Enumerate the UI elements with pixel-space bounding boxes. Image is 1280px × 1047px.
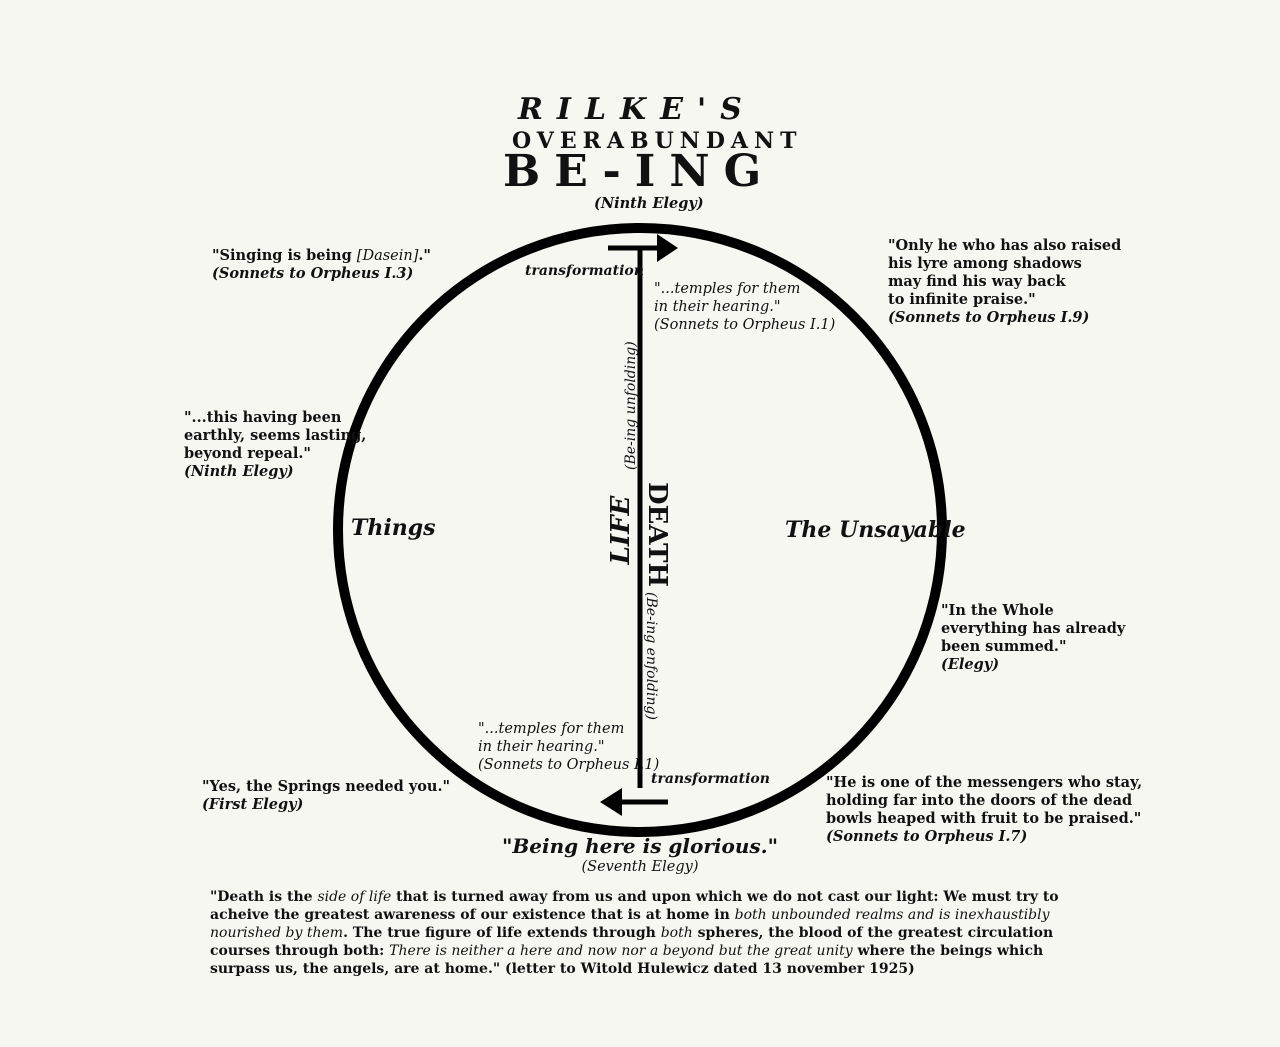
quote-earthly-l2: earthly, seems lasting, <box>184 427 367 444</box>
letter-p3: . The true figure of life extends throug… <box>343 925 661 941</box>
pole-unsayable: The Unsayable <box>785 517 966 543</box>
glorious-quote: "Being here is glorious." (Seventh Elegy… <box>440 834 840 876</box>
be-ing-unfolding-text: (Be-ing unfolding) <box>623 341 639 470</box>
be-ing-unfolding: (Be-ing unfolding) <box>620 320 640 470</box>
inner-quote-top-l2: in their hearing." <box>654 299 781 315</box>
quote-messengers-l2: holding far into the doors of the dead <box>826 792 1133 809</box>
bottom-arrow-head <box>600 788 622 816</box>
title-line-2: OVERABUNDANT <box>512 128 803 154</box>
inner-quote-top-src: (Sonnets to Orpheus I.1) <box>654 317 836 333</box>
inner-quote-top: "...temples for them in their hearing." … <box>654 280 835 334</box>
inner-quote-bottom-l2: in their hearing." <box>478 739 605 755</box>
quote-earthly: "...this having been earthly, seems last… <box>184 409 366 481</box>
letter-p3i: both <box>660 925 693 941</box>
quote-messengers-l1: "He is one of the messengers who stay, <box>826 774 1143 791</box>
quote-lyre-l3: may find his way back <box>888 273 1066 290</box>
letter-p4: spheres, the blood of the greatest circu… <box>210 925 1054 959</box>
letter-p2i: both unbounded realms and is inexhaustib… <box>210 907 1050 941</box>
inner-quote-top-l1: "...temples for them <box>654 281 801 297</box>
quote-whole-l2: everything has already <box>941 620 1126 637</box>
quote-singing-b: [Dasein] <box>356 248 419 264</box>
death-label-text: DEATH <box>642 482 672 588</box>
letter-p1: "Death is the <box>210 889 318 905</box>
quote-whole: "In the Whole everything has already bee… <box>941 602 1125 674</box>
quote-whole-l3: been summed." <box>941 638 1067 655</box>
quote-singing-a: "Singing is being <box>212 247 357 264</box>
quote-singing-c: ." <box>418 247 431 264</box>
inner-quote-bottom-l1: "...temples for them <box>478 721 625 737</box>
letter-p4i: There is neither a here and now nor a be… <box>389 943 853 959</box>
quote-lyre: "Only he who has also raised his lyre am… <box>888 237 1121 327</box>
pole-things: Things <box>351 515 436 541</box>
quote-lyre-l2: his lyre among shadows <box>888 255 1082 272</box>
quote-springs: "Yes, the Springs needed you." (First El… <box>202 778 450 814</box>
letter-p2: that is turned away from us and upon whi… <box>210 889 1059 923</box>
quote-whole-l1: "In the Whole <box>941 602 1054 619</box>
life-death-circle <box>333 223 947 837</box>
quote-earthly-src: (Ninth Elegy) <box>184 463 294 480</box>
life-label-text: LIFE <box>606 495 636 565</box>
quote-lyre-l1: "Only he who has also raised <box>888 237 1122 254</box>
transformation-top: transformation <box>525 263 644 279</box>
death-label: DEATH <box>640 482 672 587</box>
quote-singing: "Singing is being [Dasein]." (Sonnets to… <box>212 247 431 283</box>
inner-quote-bottom: "...temples for them in their hearing." … <box>478 720 659 774</box>
letter-p1i: side of life <box>317 889 392 905</box>
glorious-text: "Being here is glorious." <box>501 834 779 858</box>
quote-messengers-l3: bowls heaped with fruit to be praised." <box>826 810 1142 827</box>
inner-quote-bottom-src: (Sonnets to Orpheus I.1) <box>478 757 660 773</box>
title-line-1: RILKE'S <box>518 92 756 127</box>
quote-singing-src: (Sonnets to Orpheus I.3) <box>212 265 414 282</box>
top-arrow-head <box>657 234 678 262</box>
life-label: LIFE <box>606 490 638 570</box>
quote-earthly-l1: "...this having been <box>184 409 342 426</box>
quote-springs-src: (First Elegy) <box>202 796 304 813</box>
title-line-3: BE-ING <box>503 146 776 197</box>
quote-messengers-src: (Sonnets to Orpheus I.7) <box>826 828 1028 845</box>
title-source: (Ninth Elegy) <box>594 195 704 212</box>
quote-springs-l1: "Yes, the Springs needed you." <box>202 778 451 795</box>
letter-quote: "Death is the side of life that is turne… <box>210 888 1090 978</box>
quote-lyre-src: (Sonnets to Orpheus I.9) <box>888 309 1090 326</box>
quote-messengers: "He is one of the messengers who stay, h… <box>826 774 1142 846</box>
glorious-src: (Seventh Elegy) <box>581 859 699 875</box>
quote-lyre-l4: to infinite praise." <box>888 291 1036 308</box>
quote-earthly-l3: beyond repeal." <box>184 445 311 462</box>
transformation-bottom: transformation <box>651 771 770 787</box>
be-ing-enfolding-text: (Be-ing enfolding) <box>643 592 659 720</box>
quote-whole-src: (Elegy) <box>941 656 1000 673</box>
letter-p5: where the beings which surpass us, the a… <box>210 943 1044 977</box>
